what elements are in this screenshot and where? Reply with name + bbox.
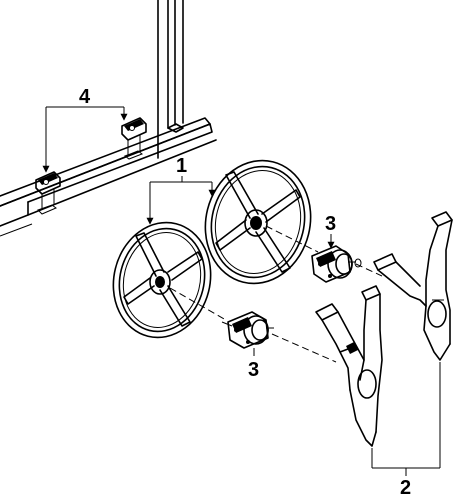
callout-3-lower: 3 <box>248 359 259 381</box>
callout-1: 1 <box>176 155 187 177</box>
radiator-support <box>0 0 217 237</box>
fan-shroud-rear <box>373 211 453 361</box>
mounting-bracket-lower <box>35 171 61 215</box>
callout-3-upper: 3 <box>325 213 336 235</box>
callout-2-leader <box>372 467 440 476</box>
fan-blade-rear <box>204 159 312 285</box>
callout-1-leader <box>146 176 216 225</box>
callout-4: 4 <box>79 86 91 108</box>
mounting-bracket-upper <box>121 117 147 160</box>
fan-motor-lower <box>221 311 274 349</box>
callout-2: 2 <box>400 477 411 499</box>
fan-blade-front <box>112 221 212 339</box>
callout-4-leader <box>42 106 128 173</box>
fan-motor-upper <box>311 245 362 283</box>
fan-shroud-front <box>315 285 383 447</box>
